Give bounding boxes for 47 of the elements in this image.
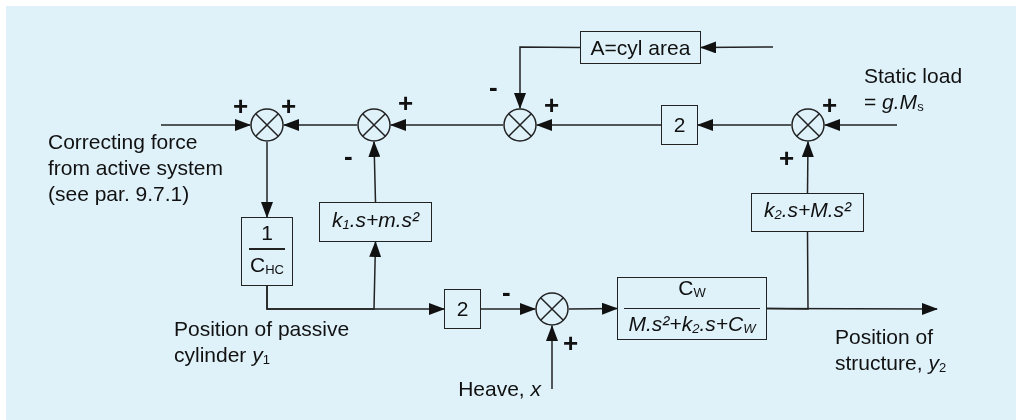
sign-label: + <box>233 93 249 119</box>
arrow <box>536 119 662 131</box>
numerator: 1 <box>261 220 273 247</box>
transfer-function-block: k$_{2}$.s+M.s² <box>751 193 864 232</box>
sign-label: + <box>544 92 560 118</box>
arrow <box>700 41 774 54</box>
denominator: C$_{HC}$ <box>250 251 284 279</box>
arrow <box>283 119 358 131</box>
numerator: C$_{W}$ <box>678 274 706 302</box>
sign-label: - <box>489 74 498 100</box>
summing-junction <box>357 108 391 142</box>
arrow <box>261 141 273 218</box>
arrow <box>824 119 898 131</box>
transfer-function-block: 2 <box>661 105 698 145</box>
summing-junction <box>503 108 537 142</box>
arrow <box>390 119 504 131</box>
sign-label: + <box>281 93 297 119</box>
sign-label: + <box>563 330 579 356</box>
sign-label: + <box>779 145 795 171</box>
signal-label: Position of structure, y$_{2}$ <box>835 324 948 377</box>
sign-label: + <box>398 90 414 116</box>
connector-line <box>766 231 809 310</box>
denominator: M.s²+k$_{2}$.s+C$_{W}$ <box>628 311 756 339</box>
signal-label: Static load = g.M$_{s}$ <box>864 63 964 116</box>
arrow <box>266 241 382 310</box>
sign-label: + <box>822 92 838 118</box>
arrow <box>368 141 381 203</box>
sign-label: - <box>502 279 511 305</box>
signal-label: Correcting force from active system (see par. 9.7.1) <box>48 129 225 207</box>
summing-junction <box>250 108 284 142</box>
sign-label: - <box>344 143 353 169</box>
signal-label: Position of passive cylinder y$_{1}$ <box>174 316 351 369</box>
transfer-function-block: A=cyl area <box>580 31 701 64</box>
summing-junction <box>791 108 825 142</box>
arrow <box>697 119 792 131</box>
transfer-function-block: k$_{1}$.s+m.s² <box>319 202 432 242</box>
arrow <box>480 303 536 315</box>
arrow <box>160 119 251 131</box>
arrow <box>801 141 814 194</box>
transfer-function-block <box>241 217 293 286</box>
transfer-function-block: 2 <box>444 289 481 329</box>
arrow <box>546 325 558 390</box>
arrow <box>568 302 618 315</box>
arrow <box>514 46 581 109</box>
summing-junction <box>535 292 569 326</box>
signal-label: Heave, x <box>458 376 541 402</box>
transfer-function-block <box>617 277 767 340</box>
